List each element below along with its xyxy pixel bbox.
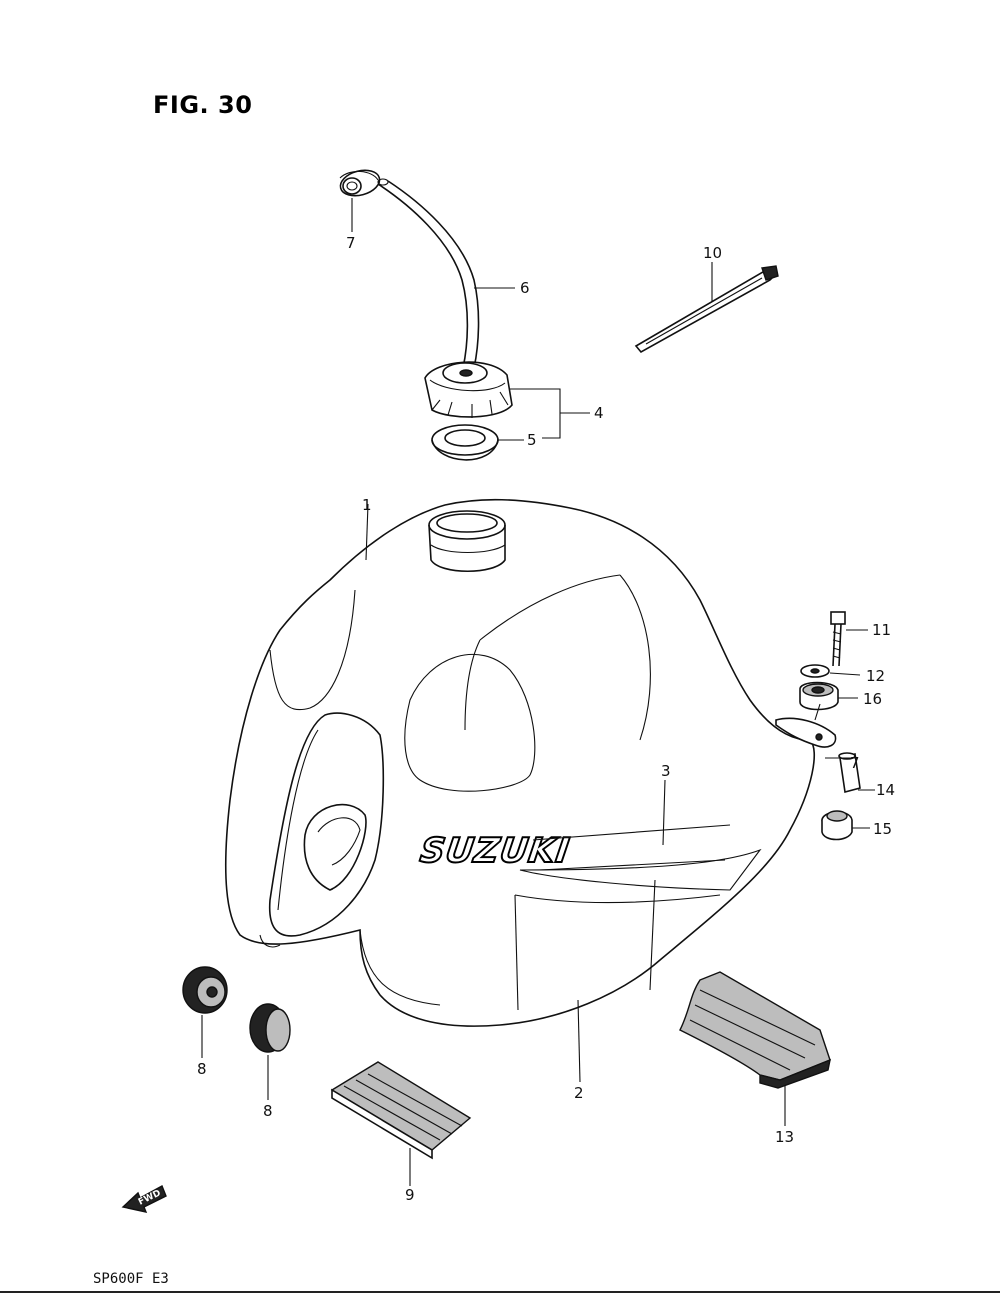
callout-10: 10 — [703, 244, 722, 262]
callout-3: 3 — [661, 762, 671, 780]
forward-direction-arrow-icon: FWD — [121, 1185, 167, 1213]
callout-6: 6 — [520, 279, 530, 297]
callout-1: 1 — [362, 496, 372, 514]
mount-bolt-part-12 — [830, 611, 846, 667]
breather-hose-part-6 — [377, 178, 480, 369]
cable-tie-part-10 — [634, 265, 779, 354]
figure-title: FIG. 30 — [153, 91, 252, 119]
callout-7-right: 7 — [850, 754, 860, 772]
model-code: SP600F E3 — [93, 1271, 169, 1287]
hose-clamp-part-7 — [339, 169, 381, 197]
washer-part-13 — [800, 664, 830, 678]
callout-11: 13 — [775, 1128, 794, 1146]
callout-5: 5 — [527, 431, 537, 449]
cushion-pad-part-9 — [330, 1061, 472, 1160]
callout-2: 2 — [574, 1084, 584, 1102]
callout-15: 15 — [873, 820, 892, 838]
callout-8-right: 8 — [263, 1102, 273, 1120]
callout-14: 14 — [876, 781, 895, 799]
callout-16: 16 — [863, 690, 882, 708]
callout-8-left: 8 — [197, 1060, 207, 1078]
cushion-part-15 — [821, 810, 853, 841]
cap-gasket-part-5 — [431, 424, 499, 461]
cushion-part-8-right — [249, 1003, 291, 1053]
callout-12: 11 — [872, 621, 891, 639]
cushion-part-8-left — [182, 966, 228, 1014]
fuel-cap-part-4 — [424, 361, 513, 418]
cushion-part-16 — [799, 681, 839, 711]
fuel-tank-part-1: SUZUKI — [224, 498, 837, 1027]
tank-brand-emblem: SUZUKI — [418, 831, 573, 871]
rear-cushion-part-11 — [679, 971, 831, 1089]
callout-9: 9 — [405, 1186, 415, 1204]
callout-7-top: 7 — [346, 234, 356, 252]
callout-13: 12 — [866, 667, 885, 685]
callout-4: 4 — [594, 404, 604, 422]
leader-lines — [201, 198, 875, 1186]
